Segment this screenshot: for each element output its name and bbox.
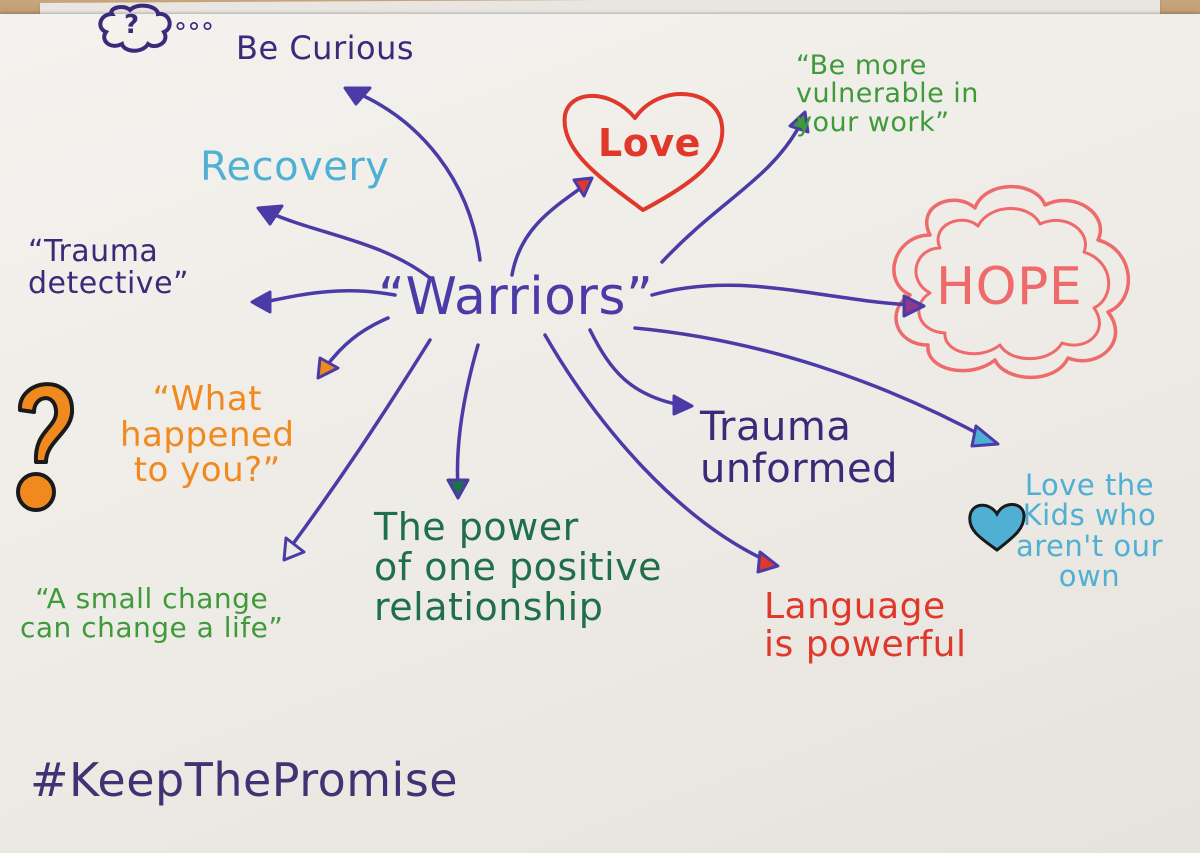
arrowhead-love (572, 176, 594, 198)
arrow-to-trauma-informed (588, 328, 682, 407)
hope-cloud-inner-shape (914, 207, 1110, 361)
arrowhead-vulnerable (788, 110, 810, 134)
arrow-to-language (543, 333, 767, 562)
arrowhead-be-curious (343, 86, 372, 106)
thought-bubble-question: ? (124, 10, 140, 40)
paper-sheet (0, 14, 1200, 853)
thought-bubble-icon (98, 3, 172, 53)
question-mark-icon (17, 382, 75, 464)
arrowhead-small-change (282, 536, 306, 562)
arrow-to-small-change (288, 338, 432, 550)
small-change-label: “A small change can change a life” (20, 582, 284, 645)
arrowhead-power-of-one (446, 478, 470, 500)
arrow-to-hope (650, 283, 914, 307)
hashtag-label: #KeepThePromise (30, 753, 459, 807)
arrow-to-love (510, 183, 587, 277)
arrow-to-love-kids (633, 326, 992, 442)
power-of-one-label: The power of one positive relationship (374, 505, 663, 629)
trauma-informed-label: Trauma unformed (700, 404, 898, 492)
arrowhead-language (756, 550, 780, 574)
arrowhead-trauma-detective (250, 290, 272, 314)
love-label: Love (598, 121, 701, 165)
recovery-label: Recovery (200, 144, 390, 190)
small-heart-icon (968, 503, 1026, 552)
love-kids-label: Love the Kids who aren't our own (1016, 468, 1163, 594)
arrowhead-what-happened (316, 356, 340, 380)
arrow-to-vulnerable (660, 123, 802, 264)
arrowhead-recovery (256, 204, 284, 226)
center-warriors-label: “Warriors” (378, 267, 654, 327)
love-heart-shape (562, 92, 725, 212)
language-label: Language is powerful (764, 586, 967, 665)
hope-label: HOPE (936, 257, 1083, 317)
question-mark-dot-icon (16, 472, 56, 512)
arrow-to-power-of-one (455, 343, 480, 490)
arrow-to-trauma-detective (262, 289, 397, 304)
arrow-to-what-happened (323, 316, 390, 370)
arrowhead-hope (902, 294, 926, 318)
vulnerable-label: “Be more vulnerable in your work” (796, 50, 979, 138)
be-curious-label: Be Curious (236, 29, 415, 67)
arrow-to-be-curious (353, 90, 482, 262)
arrow-to-recovery (266, 210, 432, 280)
ellipsis-dots: °°° (174, 18, 215, 48)
hope-cloud-shape (892, 184, 1131, 380)
arrowhead-love-kids (970, 424, 1000, 448)
trauma-detective-label: “Trauma detective” (28, 234, 190, 301)
arrowhead-trauma-informed (672, 394, 694, 416)
what-happened-label: “What happened to you?” (120, 379, 295, 491)
